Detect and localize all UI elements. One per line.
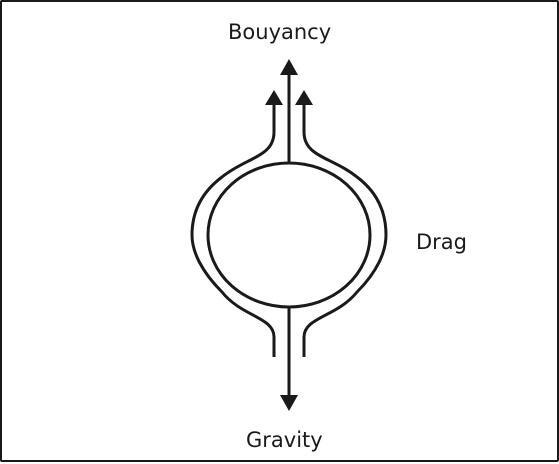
buoyancy-arrowhead [280, 59, 298, 75]
object-circle [208, 163, 370, 307]
gravity-arrowhead [280, 395, 298, 411]
streamline-right [304, 102, 386, 357]
streamline-left [192, 102, 274, 357]
gravity-label: Gravity [246, 430, 323, 451]
drag-label: Drag [416, 232, 467, 253]
buoyancy-label: Bouyancy [228, 22, 331, 43]
streamline-right-arrowhead [295, 90, 313, 105]
streamline-left-arrowhead [265, 90, 283, 105]
